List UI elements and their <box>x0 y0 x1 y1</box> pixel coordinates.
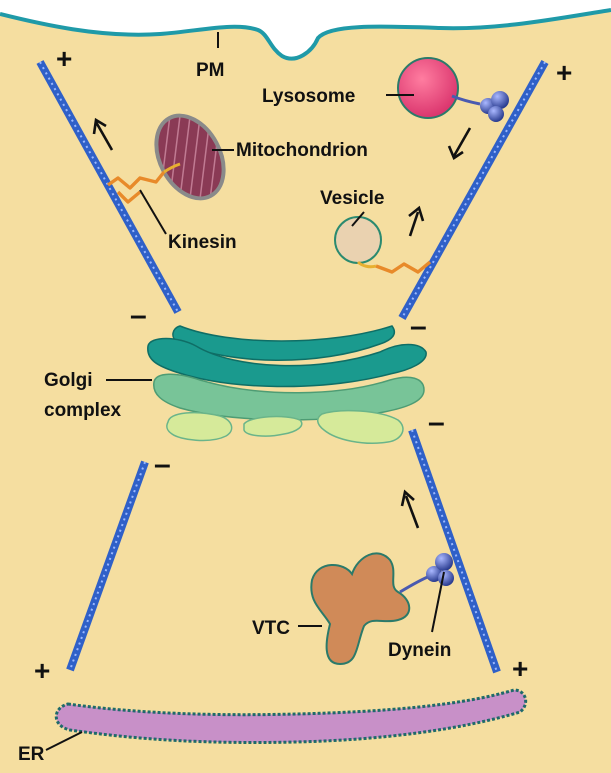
plus-sign-bottom-right: + <box>512 653 528 684</box>
mitochondrion-label: Mitochondrion <box>236 140 368 161</box>
plasma-membrane <box>0 8 611 61</box>
minus-sign-lower-left: – <box>154 448 171 481</box>
plus-sign-bottom-left: + <box>34 655 50 686</box>
minus-sign-upper-right: – <box>410 310 427 343</box>
vtc <box>310 552 411 666</box>
golgi-cisterna-mid <box>153 373 425 421</box>
microtubules <box>36 60 549 674</box>
microtubule-upper-left <box>36 60 182 314</box>
lysosome-label: Lysosome <box>262 86 355 107</box>
dynein-vtc-head-icon <box>435 553 453 571</box>
kinesin-motor <box>107 170 166 204</box>
kinesin-label: Kinesin <box>168 232 237 253</box>
golgi-label-line1: Golgi <box>44 370 93 391</box>
vesicle-label: Vesicle <box>320 188 384 209</box>
vtc-label: VTC <box>252 618 290 639</box>
minus-sign-upper-left: – <box>130 299 147 332</box>
golgi-label-line2: complex <box>44 400 122 421</box>
golgi-cisterna-light-left <box>166 411 233 442</box>
vesicle <box>334 216 382 264</box>
dynein-label: Dynein <box>388 640 451 661</box>
plus-sign-top-left: + <box>56 43 72 74</box>
golgi-cisterna-dark <box>147 337 427 388</box>
er-label: ER <box>18 744 45 765</box>
plus-sign-top-right: + <box>556 57 572 88</box>
kinesin-vesicle-motor <box>375 260 432 274</box>
dynein-lysosome-stalk <box>451 94 481 106</box>
minus-sign-lower-right: – <box>428 406 445 439</box>
cytoplasm <box>0 10 611 773</box>
pm-label: PM <box>196 60 225 81</box>
golgi-cisterna-light-center <box>243 415 303 437</box>
golgi-cisterna-light-right <box>317 409 404 445</box>
er <box>54 688 528 744</box>
lysosome <box>397 57 459 119</box>
golgi-complex <box>147 325 427 445</box>
